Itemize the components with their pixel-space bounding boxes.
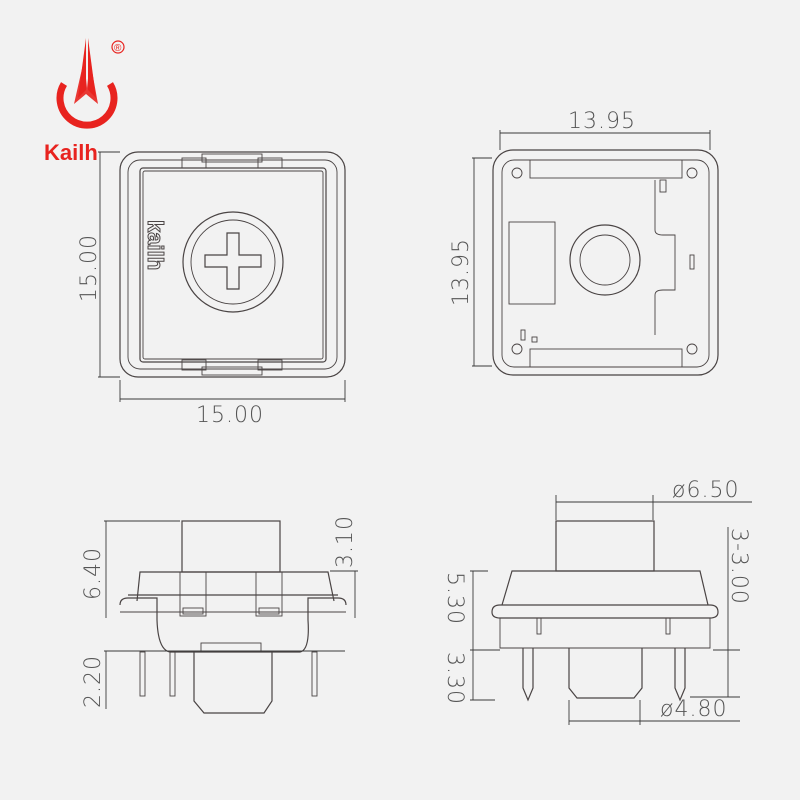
stem-outer-ring xyxy=(182,211,284,313)
logo-flame-icon xyxy=(56,38,118,129)
bottom-view: 13.95 13.95 xyxy=(449,109,719,376)
side-bottom-diameter-dim: ø4.80 xyxy=(660,697,727,722)
front-stem-bottom xyxy=(193,652,273,714)
emboss-logo-text: kailh xyxy=(143,220,168,270)
top-view: kailh 15.00 15.00 xyxy=(77,151,346,428)
registered-icon xyxy=(111,40,125,54)
front-stem-height-dim: 3.10 xyxy=(333,515,358,568)
side-lower-height-dim: 3.30 xyxy=(442,652,467,705)
side-pin-spec-dim: 3-3.00 xyxy=(726,528,751,605)
side-view: ø6.50 5.30 3.30 3-3.00 ø4.80 xyxy=(442,478,752,725)
side-stem-bottom xyxy=(568,648,643,699)
cross-stem-icon xyxy=(204,232,262,290)
kailh-logo: ® Kailh xyxy=(44,38,125,165)
top-width-dim: 15.00 xyxy=(196,403,264,428)
registered-mark: ® xyxy=(114,43,122,54)
front-pin-length-dim: 2.20 xyxy=(81,655,106,708)
bottom-width-dim: 13.95 xyxy=(568,109,636,134)
top-height-dim: 15.00 xyxy=(77,234,102,302)
side-stem-diameter-dim: ø6.50 xyxy=(672,478,739,503)
bottom-height-dim: 13.95 xyxy=(449,238,474,306)
bottom-center-ring xyxy=(569,224,641,296)
brand-name: Kailh xyxy=(44,140,98,165)
side-body-height-dim: 5.30 xyxy=(442,572,467,625)
front-view: 6.40 2.20 3.10 xyxy=(81,515,358,714)
front-total-height-dim: 6.40 xyxy=(81,547,106,600)
